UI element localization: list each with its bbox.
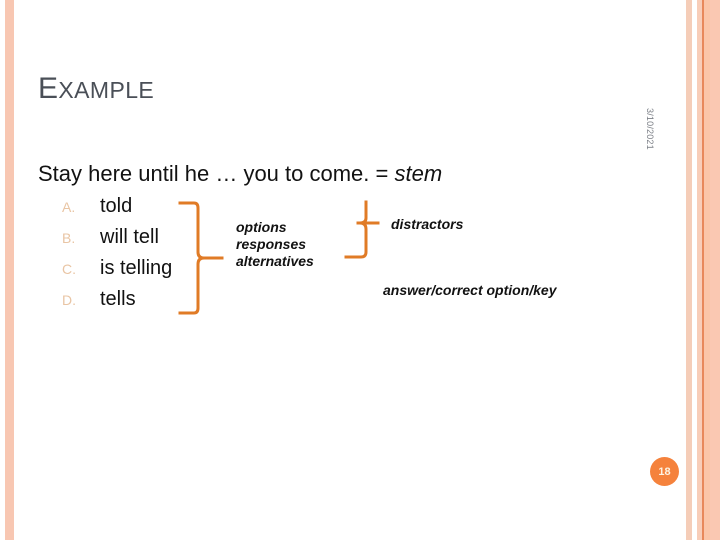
right-border-accent-line xyxy=(702,0,704,540)
curly-brace-icon xyxy=(344,200,380,259)
option-text: told xyxy=(100,195,133,217)
stem-sentence-text: Stay here until he … you to come. = xyxy=(38,161,389,186)
stem-keyword: stem xyxy=(394,161,443,186)
right-border-stripe-1 xyxy=(686,0,692,540)
list-item[interactable]: D. tells xyxy=(62,288,252,319)
option-marker: C. xyxy=(62,261,76,277)
option-text: tells xyxy=(100,288,136,310)
terms-brace-icon xyxy=(344,200,392,270)
right-border-stripe-2 xyxy=(697,0,702,540)
option-term-2: responses xyxy=(236,236,307,252)
option-marker: D. xyxy=(62,292,76,308)
page-title-initial: E xyxy=(38,72,59,105)
right-border-stripe-4 xyxy=(710,0,720,540)
option-list: A. told B. will tell C. is telling D. te… xyxy=(62,195,252,319)
page-number-badge: 18 xyxy=(650,457,679,486)
list-item[interactable]: A. told xyxy=(62,195,252,226)
page-title-rest: XAMPLE xyxy=(58,77,155,103)
option-marker: A. xyxy=(62,199,76,215)
list-item[interactable]: C. is telling xyxy=(62,257,252,288)
answer-key-label: answer/correct option/key xyxy=(383,282,557,298)
right-border-stripe-3 xyxy=(704,0,710,540)
list-item[interactable]: B. will tell xyxy=(62,226,252,257)
page-title: EXAMPLE xyxy=(38,72,154,106)
option-text: is telling xyxy=(100,257,173,279)
stem-sentence: Stay here until he … you to come. = stem xyxy=(38,161,442,187)
left-border-stripe xyxy=(5,0,14,540)
option-terms-block: options responses alternatives xyxy=(236,219,314,270)
options-brace-icon xyxy=(178,200,232,316)
option-text: will tell xyxy=(100,226,159,248)
option-term-3: alternatives xyxy=(236,253,314,269)
curly-brace-icon xyxy=(178,201,224,315)
slide-date: 3/10/2021 xyxy=(645,108,655,150)
distractors-label: distractors xyxy=(391,216,464,232)
option-term-1: options xyxy=(236,219,287,235)
option-marker: B. xyxy=(62,230,76,246)
